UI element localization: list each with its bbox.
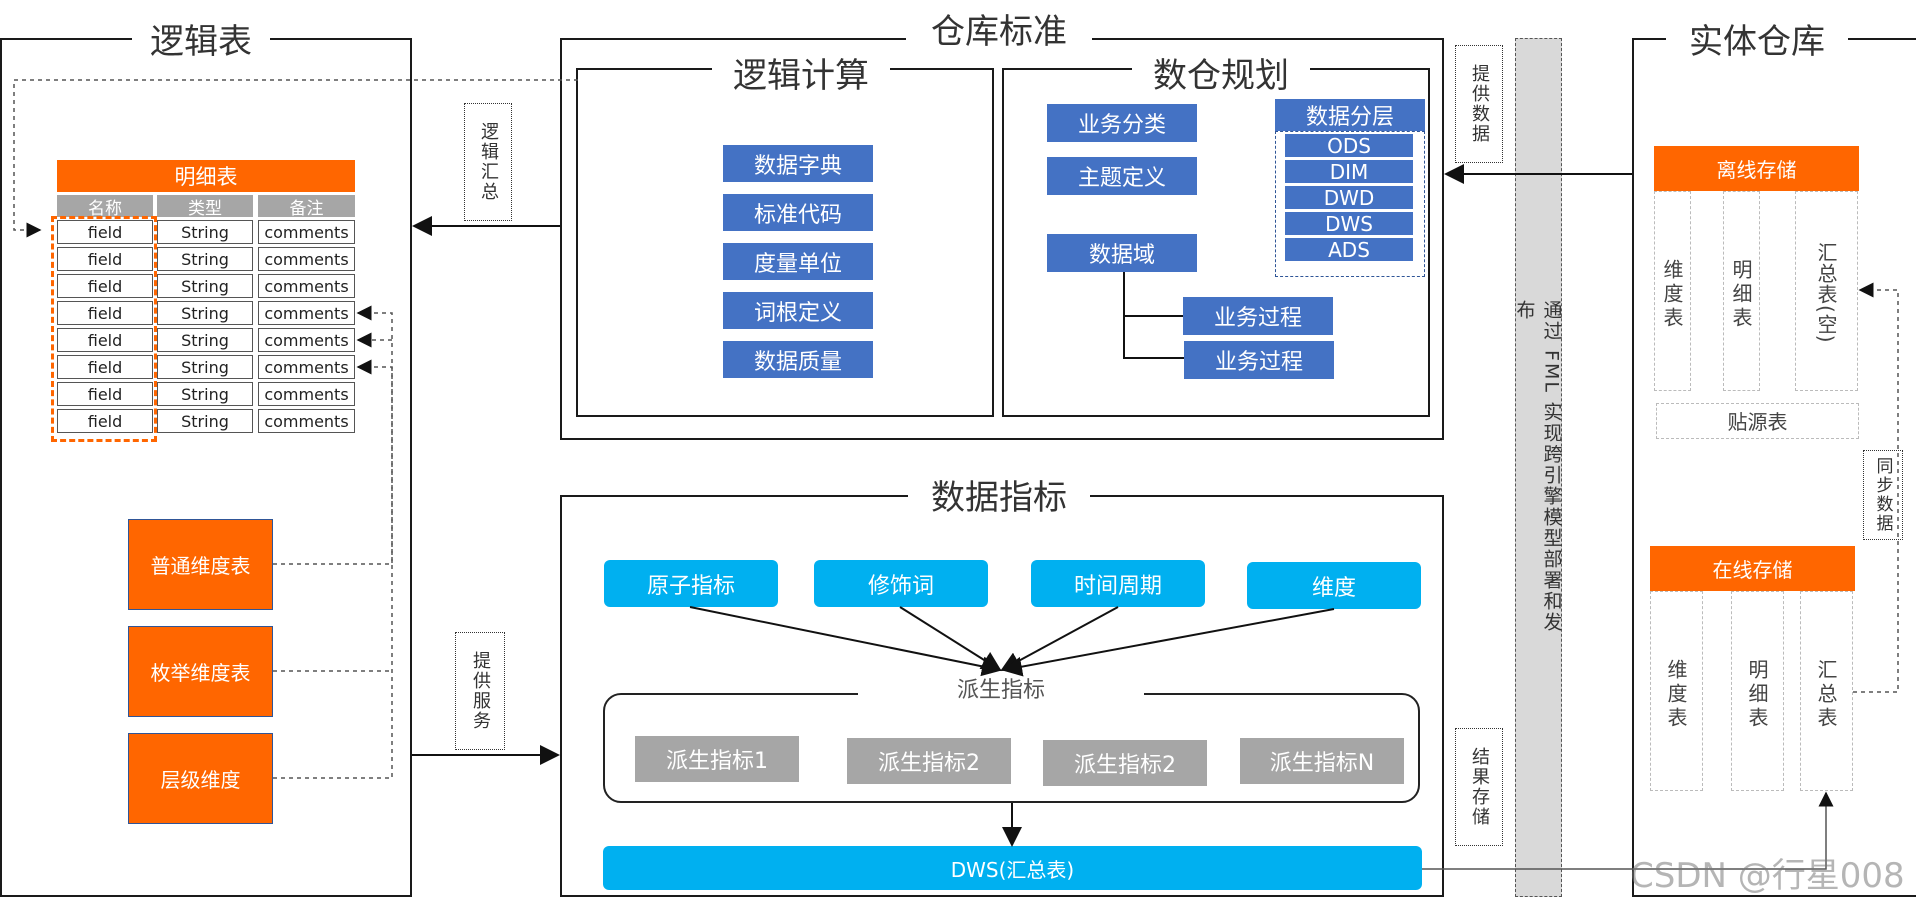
logic-calc-item: 数据质量 (723, 341, 873, 378)
offline-summary-table: 汇总表(空) (1814, 242, 1838, 344)
detail-table-cell: comments (258, 328, 355, 352)
metric-input-dimension: 维度 (1247, 562, 1421, 609)
detail-table-cell: field (57, 301, 153, 325)
detail-table-cell: field (57, 328, 153, 352)
detail-table-cell: field (57, 382, 153, 406)
offline-storage-title: 离线存储 (1654, 146, 1859, 191)
offline-storage-column (1654, 191, 1691, 391)
offline-detail-table: 明细表 (1729, 259, 1753, 331)
watermark: CSDN @行星008 (1630, 856, 1905, 896)
detail-table-cell: comments (258, 409, 355, 433)
metric-input-modifier: 修饰词 (814, 560, 988, 607)
planning-item-data-domain: 数据域 (1047, 234, 1197, 272)
detail-table-cell: comments (258, 355, 355, 379)
logic-calc-title: 逻辑计算 (712, 56, 890, 98)
online-storage-title: 在线存储 (1650, 546, 1855, 591)
data-layer: DWS (1285, 212, 1413, 236)
detail-table-cell: String (157, 301, 253, 325)
offline-storage-column (1723, 191, 1760, 391)
planning-item-business-category: 业务分类 (1047, 104, 1197, 142)
logic-calc-item: 度量单位 (723, 243, 873, 280)
field-column-highlight (51, 216, 157, 442)
dim-table-hierarchy: 层级维度 (128, 733, 273, 824)
data-layer: ODS (1285, 134, 1413, 158)
fml-deploy-text: 通过 FML 实现跨引擎模型部署和发布 (1513, 300, 1563, 633)
detail-table-cell: String (157, 220, 253, 244)
note-provide-service: 提供服务 (455, 632, 505, 750)
online-summary-table: 汇总表 (1814, 659, 1838, 731)
planning-title: 数仓规划 (1132, 56, 1310, 98)
logic-calc-item: 词根定义 (723, 292, 873, 329)
detail-table-cell: String (157, 382, 253, 406)
warehouse-standard-title: 仓库标准 (906, 12, 1092, 54)
dws-summary-table: DWS(汇总表) (603, 846, 1422, 890)
data-layer: ADS (1285, 238, 1413, 262)
detail-table-cell: field (57, 409, 153, 433)
offline-source-table: 贴源表 (1656, 403, 1859, 439)
detail-table-cell: field (57, 274, 153, 298)
derived-metric: 派生指标2 (847, 738, 1011, 784)
detail-table-header: 名称 (57, 195, 153, 219)
logic-calc-item: 标准代码 (723, 194, 873, 231)
fml-deploy-bar (1515, 38, 1562, 897)
detail-table-title: 明细表 (57, 160, 355, 192)
detail-table-cell: field (57, 247, 153, 271)
data-metrics-title: 数据指标 (908, 478, 1090, 520)
data-layer: DIM (1285, 160, 1413, 184)
detail-table-cell: String (157, 328, 253, 352)
business-process: 业务过程 (1184, 341, 1334, 379)
planning-item-subject-definition: 主题定义 (1047, 157, 1197, 195)
data-layers-title: 数据分层 (1275, 99, 1425, 131)
logic-calc-item: 数据字典 (723, 145, 873, 182)
metric-input-atomic: 原子指标 (604, 560, 778, 607)
detail-table-cell: comments (258, 220, 355, 244)
online-dim-table: 维度表 (1664, 659, 1688, 731)
note-result-storage: 结果存储 (1455, 728, 1503, 846)
detail-table-cell: String (157, 247, 253, 271)
online-storage-column (1650, 591, 1703, 791)
online-storage-column (1731, 591, 1784, 791)
metric-input-time-period: 时间周期 (1031, 560, 1205, 607)
derived-metrics-title: 派生指标 (858, 676, 1144, 706)
logic-table-title: 逻辑表 (132, 22, 270, 64)
detail-table-cell: comments (258, 301, 355, 325)
detail-table-cell: String (157, 355, 253, 379)
note-provide-data: 提供数据 (1455, 45, 1503, 163)
data-layer: DWD (1285, 186, 1413, 210)
detail-table-cell: String (157, 409, 253, 433)
detail-table-cell: field (57, 355, 153, 379)
online-storage-column (1800, 591, 1853, 791)
detail-table-cell: comments (258, 382, 355, 406)
derived-metric: 派生指标1 (635, 736, 799, 782)
online-detail-table: 明细表 (1745, 659, 1769, 731)
detail-table-header: 备注 (258, 195, 355, 219)
data-layers-box (1275, 131, 1425, 277)
business-process: 业务过程 (1183, 297, 1333, 335)
detail-table-cell: String (157, 274, 253, 298)
derived-metric: 派生指标2 (1043, 740, 1207, 786)
derived-metric: 派生指标N (1240, 738, 1404, 784)
offline-dim-table: 维度表 (1660, 259, 1684, 331)
detail-table-cell: comments (258, 274, 355, 298)
dim-table-enum: 枚举维度表 (128, 626, 273, 717)
detail-table-cell: comments (258, 247, 355, 271)
detail-table-header: 类型 (157, 195, 253, 219)
note-logic-summary: 逻辑汇总 (464, 103, 512, 221)
physical-warehouse-title: 实体仓库 (1666, 22, 1848, 64)
dim-table-normal: 普通维度表 (128, 519, 273, 610)
